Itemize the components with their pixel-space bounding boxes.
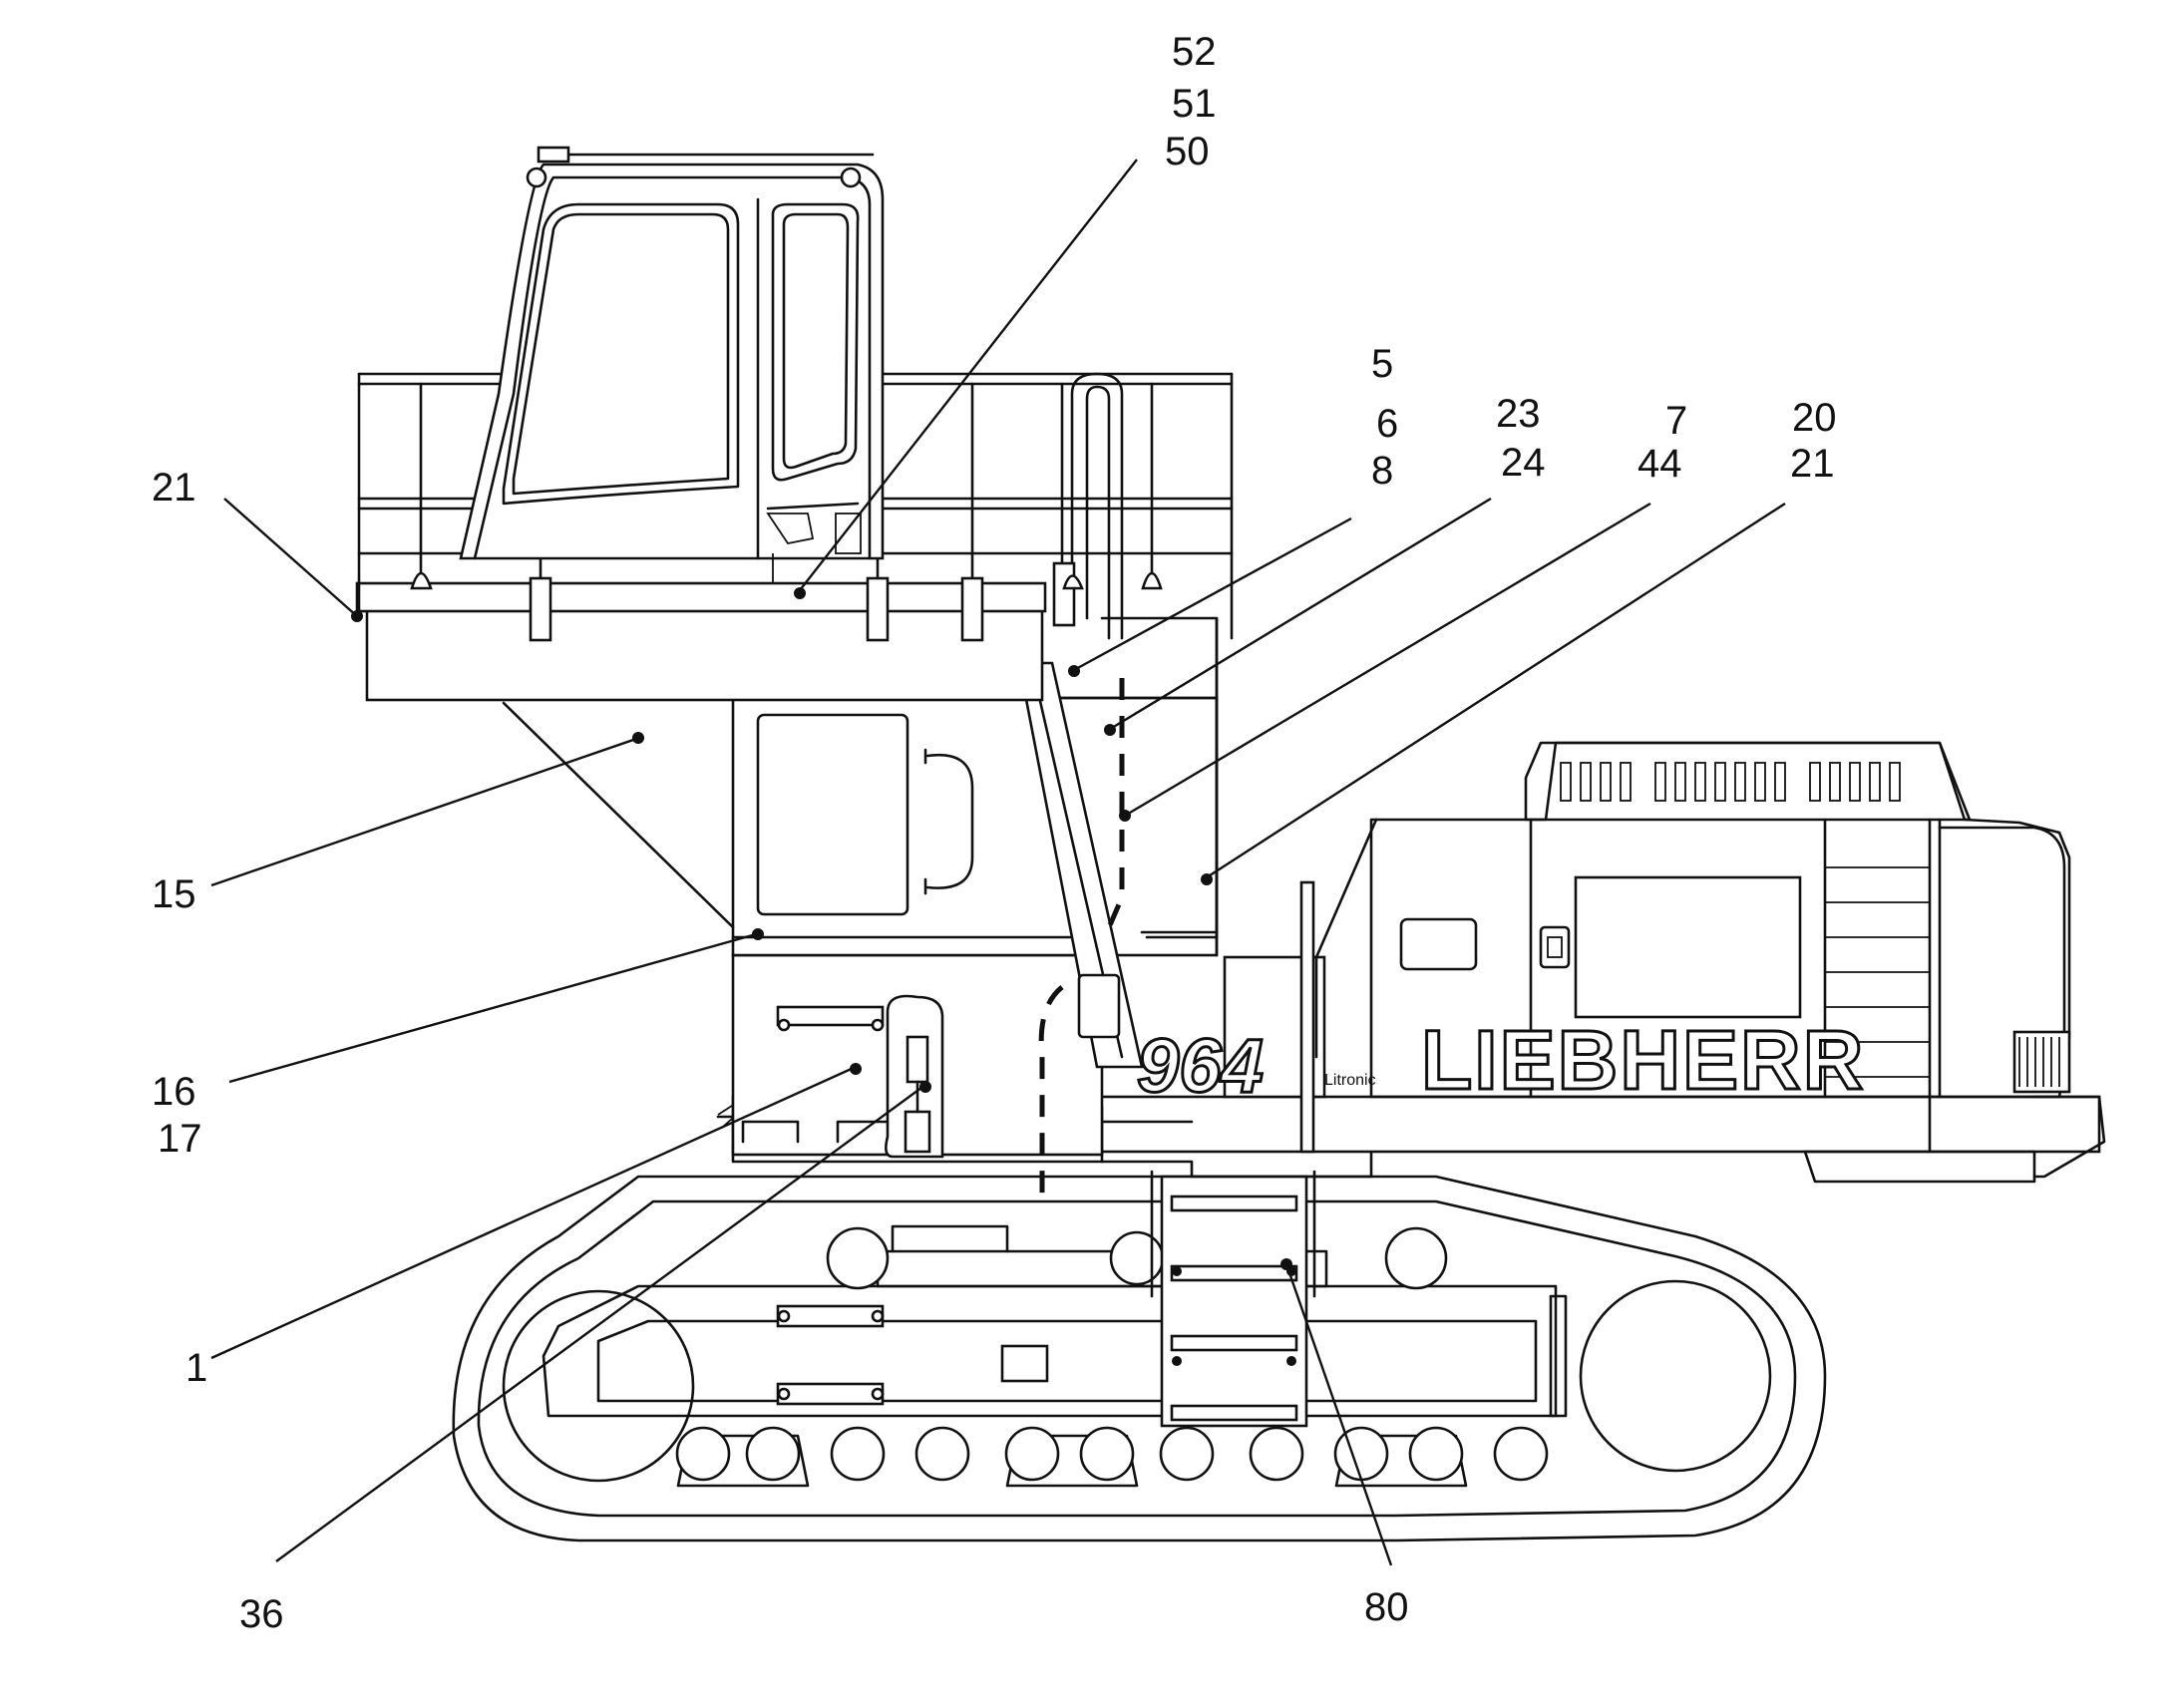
callout-50: 50	[1165, 130, 1210, 173]
callout-21-right: 21	[1790, 442, 1835, 486]
brand-decal: LIEBHERR	[1420, 1012, 1865, 1109]
counterweight-housing	[1369, 741, 2071, 1099]
callout-15: 15	[152, 872, 196, 916]
reference-points	[351, 587, 1292, 1270]
brand-lettering: LIEBHERR	[1421, 1013, 1865, 1107]
model-lettering: 964	[1137, 1024, 1264, 1109]
callout-7: 7	[1665, 399, 1687, 443]
sprocket-wheel	[502, 1289, 695, 1483]
engine-cover-vents	[1560, 762, 1901, 802]
carrier-rollers	[826, 1226, 1448, 1290]
callout-17: 17	[158, 1117, 202, 1161]
crawler-track	[452, 1175, 1827, 1542]
cab-platform	[355, 581, 1047, 702]
callout-52: 52	[1172, 30, 1217, 74]
callout-21-left: 21	[152, 466, 196, 510]
callout-labels: 52 51 50 5 6 8 23 24 7 44 20 21 21 15 16…	[152, 30, 1837, 1636]
callout-24: 24	[1501, 441, 1546, 485]
callout-8: 8	[1371, 449, 1393, 493]
callout-44: 44	[1637, 442, 1682, 486]
service-door	[1399, 917, 1478, 971]
callout-1: 1	[185, 1346, 207, 1390]
hydraulic-cylinder	[885, 994, 944, 1159]
callout-20: 20	[1792, 396, 1837, 440]
side-handrail-post	[1299, 880, 1315, 1154]
leader-lines	[210, 159, 1786, 1566]
model-decal: 964 Litronic	[1136, 1023, 1376, 1111]
idler-wheel	[1549, 1279, 1772, 1473]
callout-23: 23	[1496, 392, 1541, 436]
callout-51: 51	[1172, 82, 1217, 126]
model-suffix: Litronic	[1324, 1072, 1376, 1089]
callout-80: 80	[1364, 1585, 1409, 1629]
callout-6: 6	[1376, 402, 1398, 446]
track-rollers	[675, 1426, 1549, 1488]
callout-16: 16	[152, 1070, 196, 1114]
callout-36: 36	[239, 1592, 284, 1636]
access-ladder	[1150, 1170, 1316, 1428]
operator-cab	[459, 146, 885, 584]
callout-5: 5	[1371, 342, 1393, 386]
